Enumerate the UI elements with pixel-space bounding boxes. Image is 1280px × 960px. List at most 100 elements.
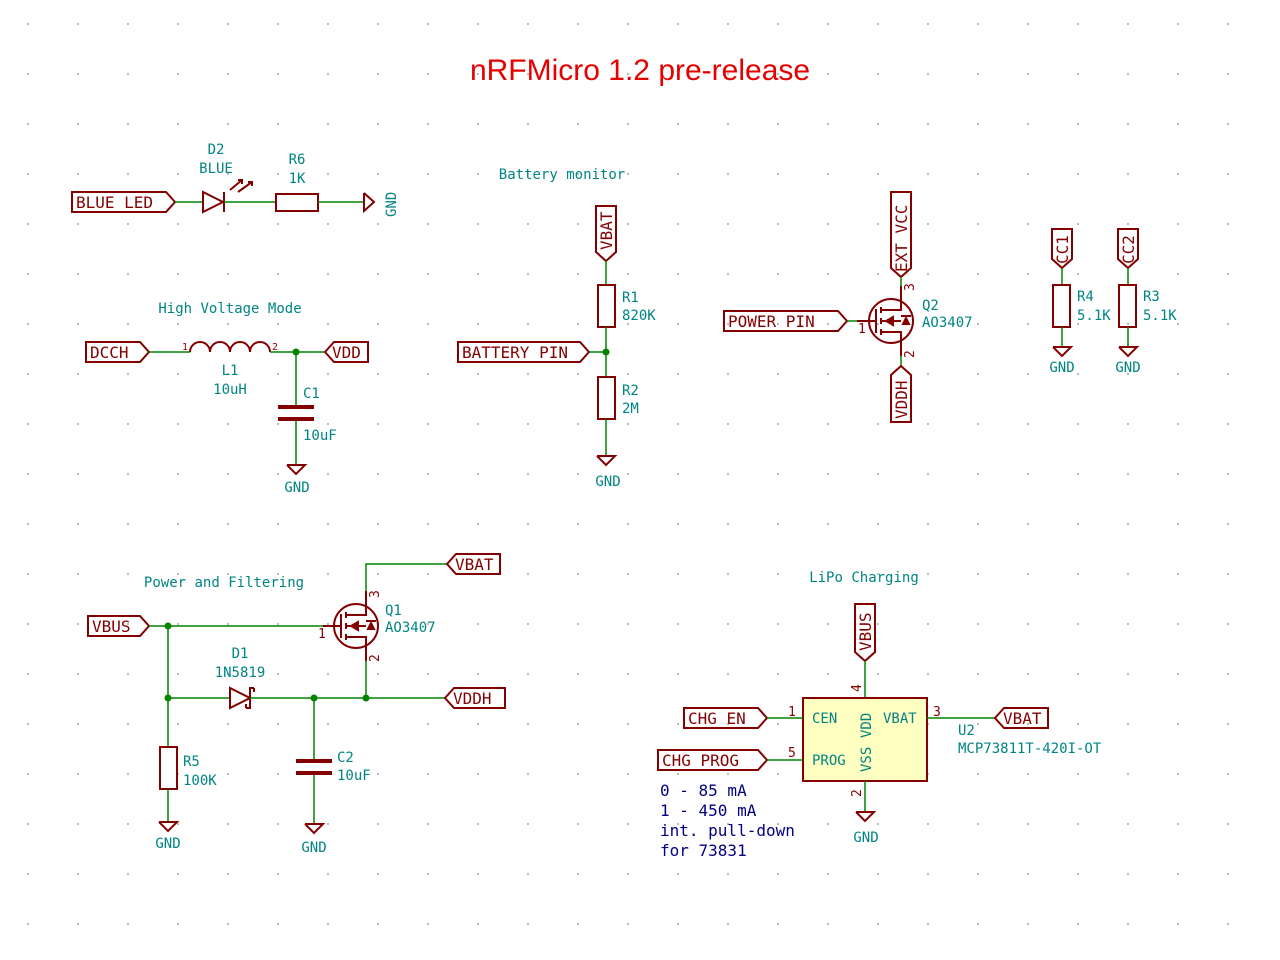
grid-dot xyxy=(1127,123,1129,125)
grid-dot xyxy=(527,73,529,75)
c1-capacitor[interactable] xyxy=(278,405,314,421)
grid-dot xyxy=(277,773,279,775)
grid-dot xyxy=(1077,23,1079,25)
grid-dot xyxy=(877,373,879,375)
grid-dot xyxy=(1027,873,1029,875)
chg-en-label-text: CHG_EN xyxy=(688,709,746,728)
vbat-label-pf[interactable] xyxy=(445,553,501,575)
grid-dot xyxy=(877,523,879,525)
vbus-label-pf-text: VBUS xyxy=(92,617,131,636)
grid-dot xyxy=(877,623,879,625)
grid-dot xyxy=(927,423,929,425)
grid-dot xyxy=(227,473,229,475)
grid-dot xyxy=(627,123,629,125)
grid-dot xyxy=(327,823,329,825)
c2-capacitor[interactable] xyxy=(296,759,332,775)
grid-dot xyxy=(227,523,229,525)
grid-dot xyxy=(777,823,779,825)
c2-value: 10uF xyxy=(337,768,371,784)
r2-resistor[interactable] xyxy=(597,376,616,420)
u2-ref: U2 xyxy=(958,723,975,739)
grid-dot xyxy=(677,923,679,925)
grid-dot xyxy=(727,123,729,125)
grid-dot xyxy=(577,423,579,425)
q2-mosfet[interactable] xyxy=(857,286,914,356)
grid-dot xyxy=(227,573,229,575)
grid-dot xyxy=(627,573,629,575)
battery-pin-label[interactable] xyxy=(457,341,591,363)
u2-pin-prog: PROG xyxy=(812,753,846,769)
gnd-label: GND xyxy=(301,840,326,856)
grid-dot xyxy=(1177,73,1179,75)
vdd-label[interactable] xyxy=(323,341,369,363)
vddh-label-pf[interactable] xyxy=(443,687,506,709)
grid-dot xyxy=(677,123,679,125)
grid-dot xyxy=(677,823,679,825)
grid-dot xyxy=(877,573,879,575)
grid-dot xyxy=(977,523,979,525)
grid-dot xyxy=(827,173,829,175)
blue-led-label[interactable] xyxy=(71,191,177,213)
grid-dot xyxy=(277,873,279,875)
grid-dot xyxy=(77,323,79,325)
grid-dot xyxy=(227,323,229,325)
grid-dot xyxy=(177,573,179,575)
vbat-label-pf-text: VBAT xyxy=(455,555,494,574)
chg-en-label[interactable] xyxy=(683,707,769,729)
grid-dot xyxy=(1177,523,1179,525)
r3-resistor[interactable] xyxy=(1118,284,1137,328)
grid-dot xyxy=(377,823,379,825)
r1-resistor[interactable] xyxy=(597,284,616,328)
grid-dot xyxy=(177,73,179,75)
c2-ref: C2 xyxy=(337,750,354,766)
r6-resistor[interactable] xyxy=(275,193,319,212)
power-pin-label[interactable] xyxy=(723,310,849,332)
grid-dot xyxy=(1027,773,1029,775)
cc1-label[interactable] xyxy=(1051,228,1073,270)
grid-dot xyxy=(27,923,29,925)
grid-dot xyxy=(1227,873,1229,875)
cc2-label[interactable] xyxy=(1117,228,1139,270)
vbat-label-ch[interactable] xyxy=(993,707,1049,729)
grid-dot xyxy=(477,723,479,725)
grid-dot xyxy=(577,573,579,575)
vddh-label-q2[interactable] xyxy=(890,364,912,423)
grid-dot xyxy=(327,723,329,725)
cc1-label-text: CC1 xyxy=(1053,235,1072,264)
dcch-label[interactable] xyxy=(85,341,151,363)
grid-dot xyxy=(1077,123,1079,125)
grid-dot xyxy=(527,273,529,275)
d2-led[interactable] xyxy=(202,179,253,214)
l1-inductor[interactable] xyxy=(189,341,271,353)
gnd-label: GND xyxy=(155,836,180,852)
q1-mosfet[interactable] xyxy=(323,591,379,661)
grid-dot xyxy=(77,373,79,375)
grid-dot xyxy=(27,823,29,825)
grid-dot xyxy=(477,423,479,425)
vbus-label-pf[interactable] xyxy=(87,615,151,637)
grid-dot xyxy=(1027,423,1029,425)
grid-dot xyxy=(1177,423,1179,425)
grid-dot xyxy=(27,273,29,275)
grid-dot xyxy=(977,823,979,825)
r4-resistor[interactable] xyxy=(1052,284,1071,328)
grid-dot xyxy=(577,123,579,125)
grid-dot xyxy=(127,373,129,375)
grid-dot xyxy=(477,173,479,175)
vbat-label-bm[interactable] xyxy=(595,205,617,263)
r5-resistor[interactable] xyxy=(159,746,178,790)
grid-dot xyxy=(927,923,929,925)
grid-dot xyxy=(327,223,329,225)
grid-dot xyxy=(327,23,329,25)
grid-dot xyxy=(1227,323,1229,325)
vbus-label-ch[interactable] xyxy=(854,603,876,663)
grid-dot xyxy=(827,273,829,275)
section-lipo-charging: LiPo Charging xyxy=(809,570,919,586)
ext-vcc-label[interactable] xyxy=(890,191,912,279)
grid-dot xyxy=(877,173,879,175)
grid-dot xyxy=(327,173,329,175)
grid-dot xyxy=(327,523,329,525)
chg-prog-label[interactable] xyxy=(657,749,769,771)
grid-dot xyxy=(1077,823,1079,825)
grid-dot xyxy=(277,173,279,175)
